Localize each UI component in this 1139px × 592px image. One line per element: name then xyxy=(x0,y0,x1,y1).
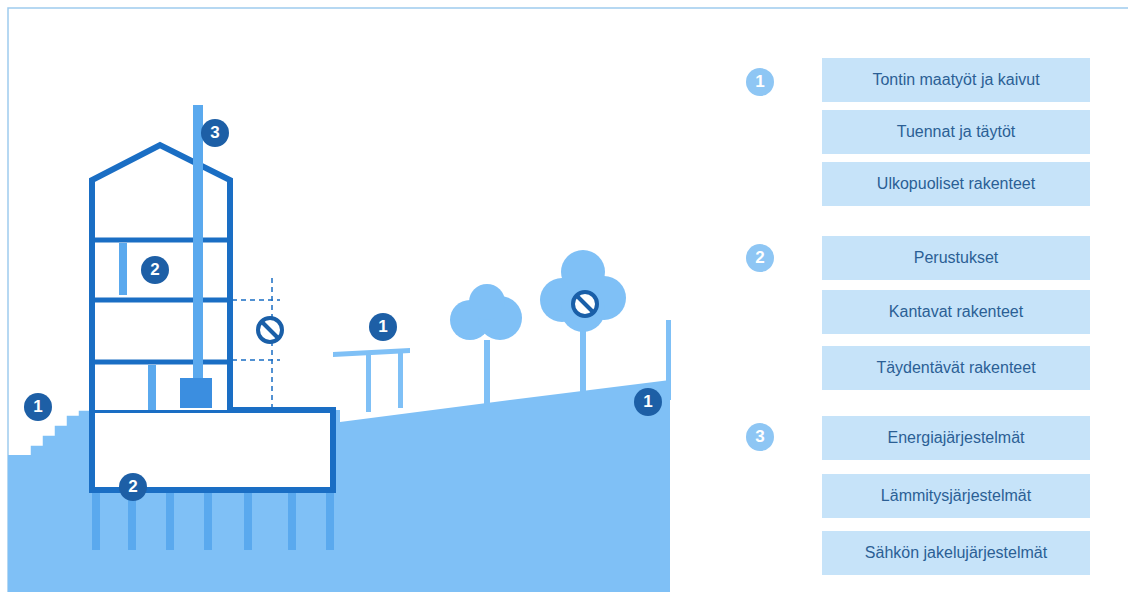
category-text: Tuennat ja täytöt xyxy=(897,122,1016,141)
callout-number: 2 xyxy=(119,473,147,501)
category-box: Täydentävät rakenteet xyxy=(822,346,1090,390)
callout-number: 1 xyxy=(24,393,52,421)
category-box: Ulkopuoliset rakenteet xyxy=(822,162,1090,206)
category-text: Tontin maatyöt ja kaivut xyxy=(872,70,1039,89)
callout-number: 2 xyxy=(746,244,774,272)
category-text: Energiajärjestelmät xyxy=(888,428,1025,447)
callout-number: 1 xyxy=(746,68,774,96)
category-box: Tuennat ja täytöt xyxy=(822,110,1090,154)
category-box: Perustukset xyxy=(822,236,1090,280)
category-box: Lämmitysjärjestelmät xyxy=(822,474,1090,518)
callout-number: 3 xyxy=(201,119,229,147)
category-text: Lämmitysjärjestelmät xyxy=(881,486,1031,505)
callout-number: 3 xyxy=(746,423,774,451)
category-box: Sähkön jakelujärjestelmät xyxy=(822,531,1090,575)
callout-number: 1 xyxy=(369,313,397,341)
category-box: Tontin maatyöt ja kaivut xyxy=(822,58,1090,102)
category-text: Ulkopuoliset rakenteet xyxy=(877,174,1035,193)
category-box: Kantavat rakenteet xyxy=(822,290,1090,334)
category-text: Perustukset xyxy=(914,248,998,267)
callout-number: 2 xyxy=(141,256,169,284)
category-text: Täydentävät rakenteet xyxy=(876,358,1035,377)
callout-number: 1 xyxy=(634,388,662,416)
category-box: Energiajärjestelmät xyxy=(822,416,1090,460)
category-text: Sähkön jakelujärjestelmät xyxy=(865,543,1047,562)
category-text: Kantavat rakenteet xyxy=(889,302,1023,321)
